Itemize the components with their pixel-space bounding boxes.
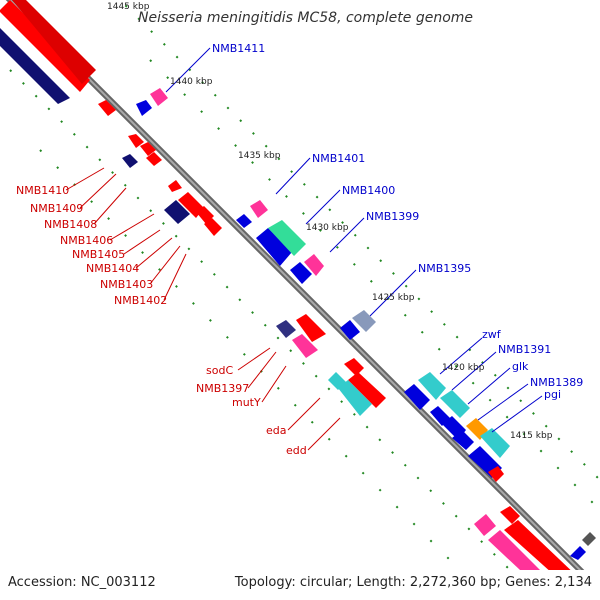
ruler-labels: 1445 kbp 1440 kbp 1435 kbp 1430 kbp 1425…	[107, 2, 553, 441]
gene-labels-reverse: NMB1410 NMB1409 NMB1408 NMB1406 NMB1405 …	[16, 184, 307, 457]
gene-label: NMB1405	[72, 248, 125, 261]
gene-label: NMB1397	[196, 382, 249, 395]
gene-labels-forward: NMB1411 NMB1401 NMB1400 NMB1399 NMB1395 …	[212, 42, 583, 401]
gene-label: pgi	[544, 388, 561, 401]
label-connectors-reverse	[65, 167, 341, 451]
gene-label: zwf	[482, 328, 502, 341]
ruler-label: 1415 kbp	[510, 431, 553, 441]
gene-label: NMB1408	[44, 218, 97, 231]
gene-label: NMB1402	[114, 294, 167, 307]
gene-label: NMB1400	[342, 184, 395, 197]
gene-label: eda	[266, 424, 287, 437]
gene-arrows-forward	[136, 88, 510, 482]
ruler-label: 1420 kbp	[442, 363, 485, 373]
gene-label: edd	[286, 444, 307, 457]
gene-label: NMB1395	[418, 262, 471, 275]
ruler-label: 1440 kbp	[170, 77, 213, 87]
ruler-dots	[9, 0, 600, 591]
footer-bg	[0, 570, 600, 600]
accession-text: Accession: NC_003112	[8, 575, 156, 590]
gene-label: NMB1403	[100, 278, 153, 291]
genome-summary-text: Topology: circular; Length: 2,272,360 bp…	[234, 575, 592, 590]
gene-label: NMB1401	[312, 152, 365, 165]
gene-arrows-reverse	[98, 100, 386, 416]
ruler-label: 1435 kbp	[238, 151, 281, 161]
ruler-label: 1425 kbp	[372, 293, 415, 303]
map-title: Neisseria meningitidis MC58, complete ge…	[138, 10, 473, 26]
gene-label: NMB1411	[212, 42, 265, 55]
ruler-label: 1430 kbp	[306, 223, 349, 233]
label-connectors-forward	[165, 47, 543, 433]
gene-label: NMB1409	[30, 202, 83, 215]
gene-label: mutY	[232, 396, 261, 409]
gene-label: NMB1410	[16, 184, 69, 197]
gene-label: NMB1404	[86, 262, 139, 275]
gene-label: NMB1389	[530, 376, 583, 389]
gene-label: sodC	[206, 364, 233, 377]
gene-label: NMB1391	[498, 343, 551, 356]
gene-label: glk	[512, 360, 529, 373]
ruler-label: 1445 kbp	[107, 2, 150, 12]
gene-label: NMB1399	[366, 210, 419, 223]
gene-bars-top	[0, 0, 96, 104]
gene-label: NMB1406	[60, 234, 113, 247]
